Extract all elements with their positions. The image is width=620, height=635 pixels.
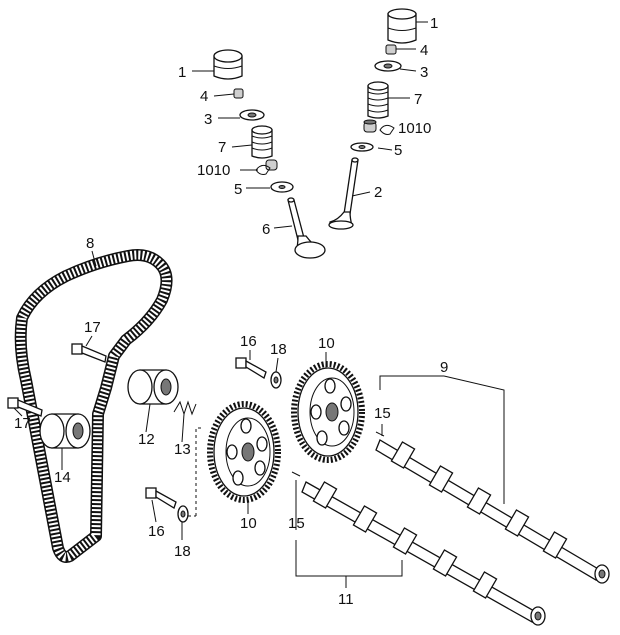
label-retainer-lock-left: 4 [200, 88, 208, 105]
label-exhaust-camshaft: 9 [440, 359, 448, 376]
exhaust-camshaft [375, 439, 610, 584]
pin-lower [291, 471, 301, 477]
label-spring-right: 7 [414, 91, 422, 108]
valve-spring-left [251, 125, 273, 159]
label-sprocket-bolt-upper: 16 [240, 333, 257, 350]
sprocket-lower [207, 401, 281, 503]
stem-seal-right [363, 119, 395, 135]
stem-seal-left [255, 159, 278, 175]
spring-seat-right [350, 142, 374, 152]
leader-lines [13, 21, 505, 588]
spring-retainer-left [239, 109, 265, 121]
valve-assembly-left [213, 49, 326, 259]
label-intake-camshaft: 11 [338, 591, 354, 608]
label-tappet-right: 1 [430, 15, 438, 32]
timing-belt [14, 249, 173, 563]
label-washer-upper: 18 [270, 341, 287, 358]
spring-seat-left [270, 181, 294, 193]
tensioner-pulley [39, 413, 91, 449]
label-idler-pulley: 12 [138, 431, 155, 448]
label-exhaust-valve: 2 [374, 184, 382, 201]
label-spring-retainer-left: 3 [204, 111, 212, 128]
label-stem-seal-right: 1010 [398, 120, 431, 137]
label-spring-seat-right: 5 [394, 142, 402, 159]
label-timing-belt: 8 [86, 235, 94, 252]
bolt-upper-left [71, 343, 107, 363]
label-washer-lower: 18 [174, 543, 191, 560]
label-tensioner-spring: 13 [174, 441, 191, 458]
spring-retainer-right [374, 60, 402, 72]
label-spring-retainer-right: 3 [420, 64, 428, 81]
washer-lower [177, 505, 189, 523]
valve-assembly-right [328, 8, 417, 230]
sprocket-upper [291, 361, 365, 463]
retainer-lock-left [233, 88, 244, 99]
tappet-left [213, 49, 243, 80]
label-tappet-left: 1 [178, 64, 186, 81]
label-pin-upper: 15 [374, 405, 391, 422]
intake-camshaft [301, 481, 546, 626]
valve-spring-right [367, 81, 389, 119]
label-retainer-lock-right: 4 [420, 42, 428, 59]
sprocket-bolt-upper [235, 357, 267, 379]
label-bolt-upper-left: 17 [84, 319, 101, 336]
label-intake-valve: 6 [262, 221, 270, 238]
retainer-lock-right [385, 44, 397, 55]
exhaust-valve [328, 157, 359, 230]
label-spring-seat-left: 5 [234, 181, 242, 198]
label-sprocket-upper: 10 [318, 335, 335, 352]
pin-upper [375, 431, 385, 437]
label-sprocket-lower: 10 [240, 515, 257, 532]
label-spring-left: 7 [218, 139, 226, 156]
label-bolt-lower-left: 17 [14, 415, 31, 432]
intake-valve [287, 197, 326, 259]
label-sprocket-bolt-lower: 16 [148, 523, 165, 540]
label-pin-lower: 15 [288, 515, 305, 532]
callout-labels: 1 4 3 7 1010 5 2 1 4 3 7 1010 5 6 8 17 1… [14, 15, 448, 608]
bolt-lower-left [7, 397, 43, 417]
label-stem-seal-left: 1010 [197, 162, 230, 179]
tensioner-spring [173, 400, 197, 416]
label-tensioner-pulley: 14 [54, 469, 71, 486]
washer-upper [270, 371, 282, 389]
idler-pulley [127, 369, 179, 405]
tappet-right [387, 8, 417, 44]
sprocket-bolt-lower [145, 487, 177, 509]
